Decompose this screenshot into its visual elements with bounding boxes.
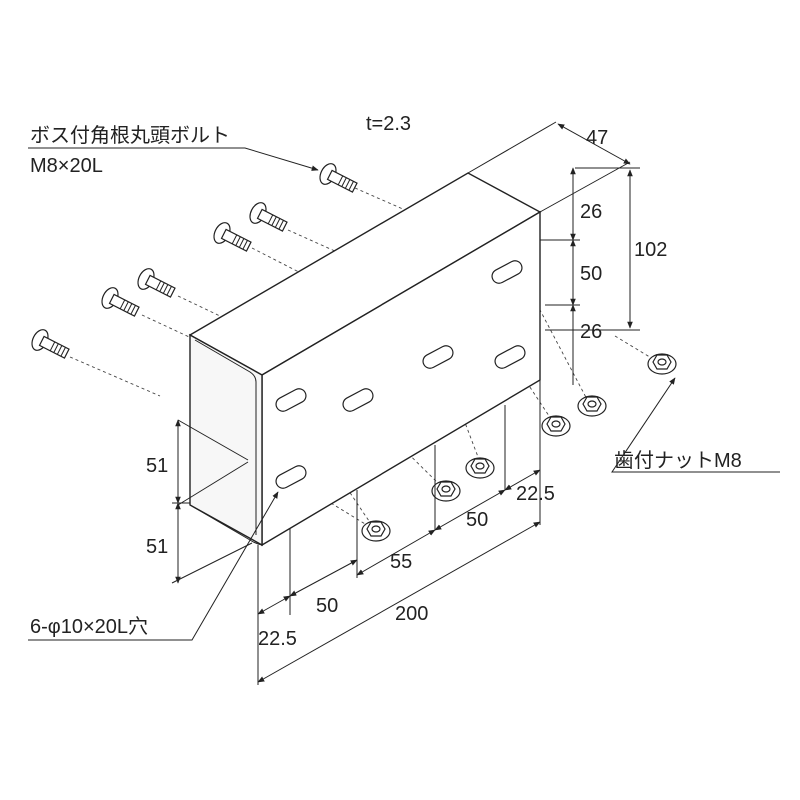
slot-hole-5 [491,260,523,284]
nut-2 [431,480,461,502]
slot-hole-4 [494,345,526,369]
dim-55: 55 [390,551,412,573]
dim-26-bottom: 26 [580,321,602,343]
bolt-3 [213,222,252,252]
bolt-1 [319,163,358,193]
bolt-label-name: ボス付角根丸頭ボルト [30,124,230,147]
nut-1 [361,520,391,542]
bolt-6 [31,329,70,359]
leader-lines [28,147,780,641]
nut-5 [577,395,607,417]
bolt-5 [101,287,140,317]
dim-22-5-right: 22.5 [516,483,555,505]
section-line-b [177,461,249,506]
slotted-holes [275,260,526,489]
bolt-4 [137,268,176,298]
nut-label: 歯付ナットM8 [614,449,742,472]
nut-3 [465,457,495,479]
bolt-2 [249,202,288,232]
dim-200: 200 [395,603,428,625]
dim-50-vertical: 50 [580,263,602,285]
slot-hole-6 [275,465,307,489]
dim-47: 47 [586,127,608,149]
bolts [31,163,358,359]
dim-50-right: 50 [466,509,488,531]
slot-hole-1 [275,388,307,412]
bolt-label-size: M8×20L [30,155,103,177]
dim-51-upper: 51 [146,455,168,477]
dim-22-5-left: 22.5 [258,628,297,650]
dimension-lines [171,121,640,685]
thickness-label: t=2.3 [366,113,411,135]
nut-4 [541,415,571,437]
nut-6 [647,353,677,375]
slot-hole-2 [342,388,374,412]
hole-label: 6-φ10×20L穴 [30,615,148,638]
bend-line-upper [194,339,257,535]
slot-hole-3 [422,345,454,369]
section-line-a [177,419,249,461]
dim-26-top: 26 [580,201,602,223]
dim-50-left: 50 [316,595,338,617]
dim-51-lower: 51 [146,536,168,558]
dim-102: 102 [634,239,667,261]
